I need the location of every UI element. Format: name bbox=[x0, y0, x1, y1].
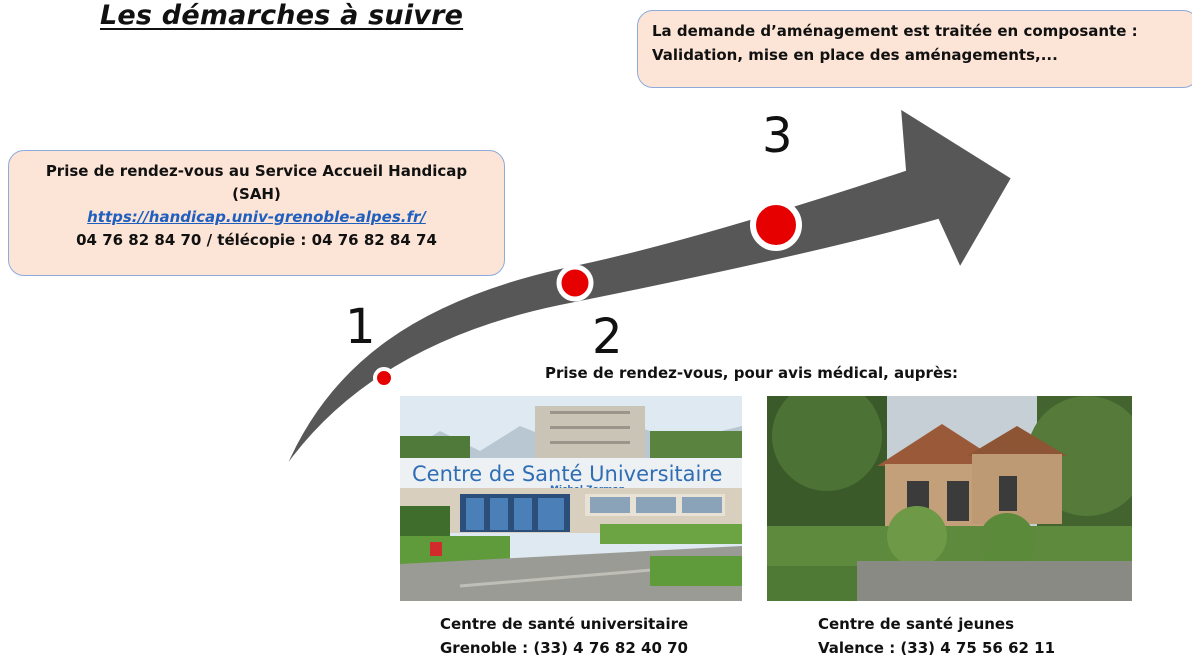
sah-phone: 04 76 82 84 70 / télécopie : 04 76 82 84… bbox=[76, 231, 437, 249]
center-2-phone: Valence : (33) 4 75 56 62 11 bbox=[818, 639, 1056, 657]
arrow-body bbox=[283, 106, 1014, 471]
step-1-line-1: Prise de rendez-vous au Service Accueil … bbox=[45, 162, 468, 180]
step-3-number: 3 bbox=[762, 108, 793, 164]
step-3-dot bbox=[750, 199, 802, 251]
photo-centre-sante-universitaire: Centre de Santé Universitaire Michel Zor… bbox=[400, 396, 742, 601]
step-3-box: La demande d’aménagement est traitée en … bbox=[637, 10, 1192, 88]
center-1-caption: Centre de santé universitaire Grenoble :… bbox=[440, 612, 688, 660]
page-title: Les démarches à suivre bbox=[100, 0, 464, 31]
step-1-line-2: (SAH) bbox=[232, 185, 281, 203]
center-2-name: Centre de santé jeunes bbox=[818, 615, 1015, 633]
photo-centre-sante-jeunes bbox=[767, 396, 1132, 601]
step-1-box: Prise de rendez-vous au Service Accueil … bbox=[8, 150, 505, 276]
step-1-dot bbox=[373, 367, 395, 389]
center-1-name: Centre de santé universitaire bbox=[440, 615, 689, 633]
center-2-caption: Centre de santé jeunes Valence : (33) 4 … bbox=[818, 612, 1055, 660]
sign-main-text: Centre de Santé Universitaire bbox=[412, 462, 722, 486]
step-1-number: 1 bbox=[345, 299, 376, 355]
step-3-line-1: La demande d’aménagement est traitée en … bbox=[652, 22, 1138, 40]
sah-link[interactable]: https://handicap.univ-grenoble-alpes.fr/ bbox=[87, 208, 426, 226]
center-1-phone: Grenoble : (33) 4 76 82 40 70 bbox=[440, 639, 688, 657]
step-2-dot bbox=[556, 264, 594, 302]
step-3-line-2: Validation, mise en place des aménagemen… bbox=[652, 46, 1058, 64]
step-2-text: Prise de rendez-vous, pour avis médical,… bbox=[545, 364, 959, 382]
step-2-number: 2 bbox=[592, 309, 623, 365]
